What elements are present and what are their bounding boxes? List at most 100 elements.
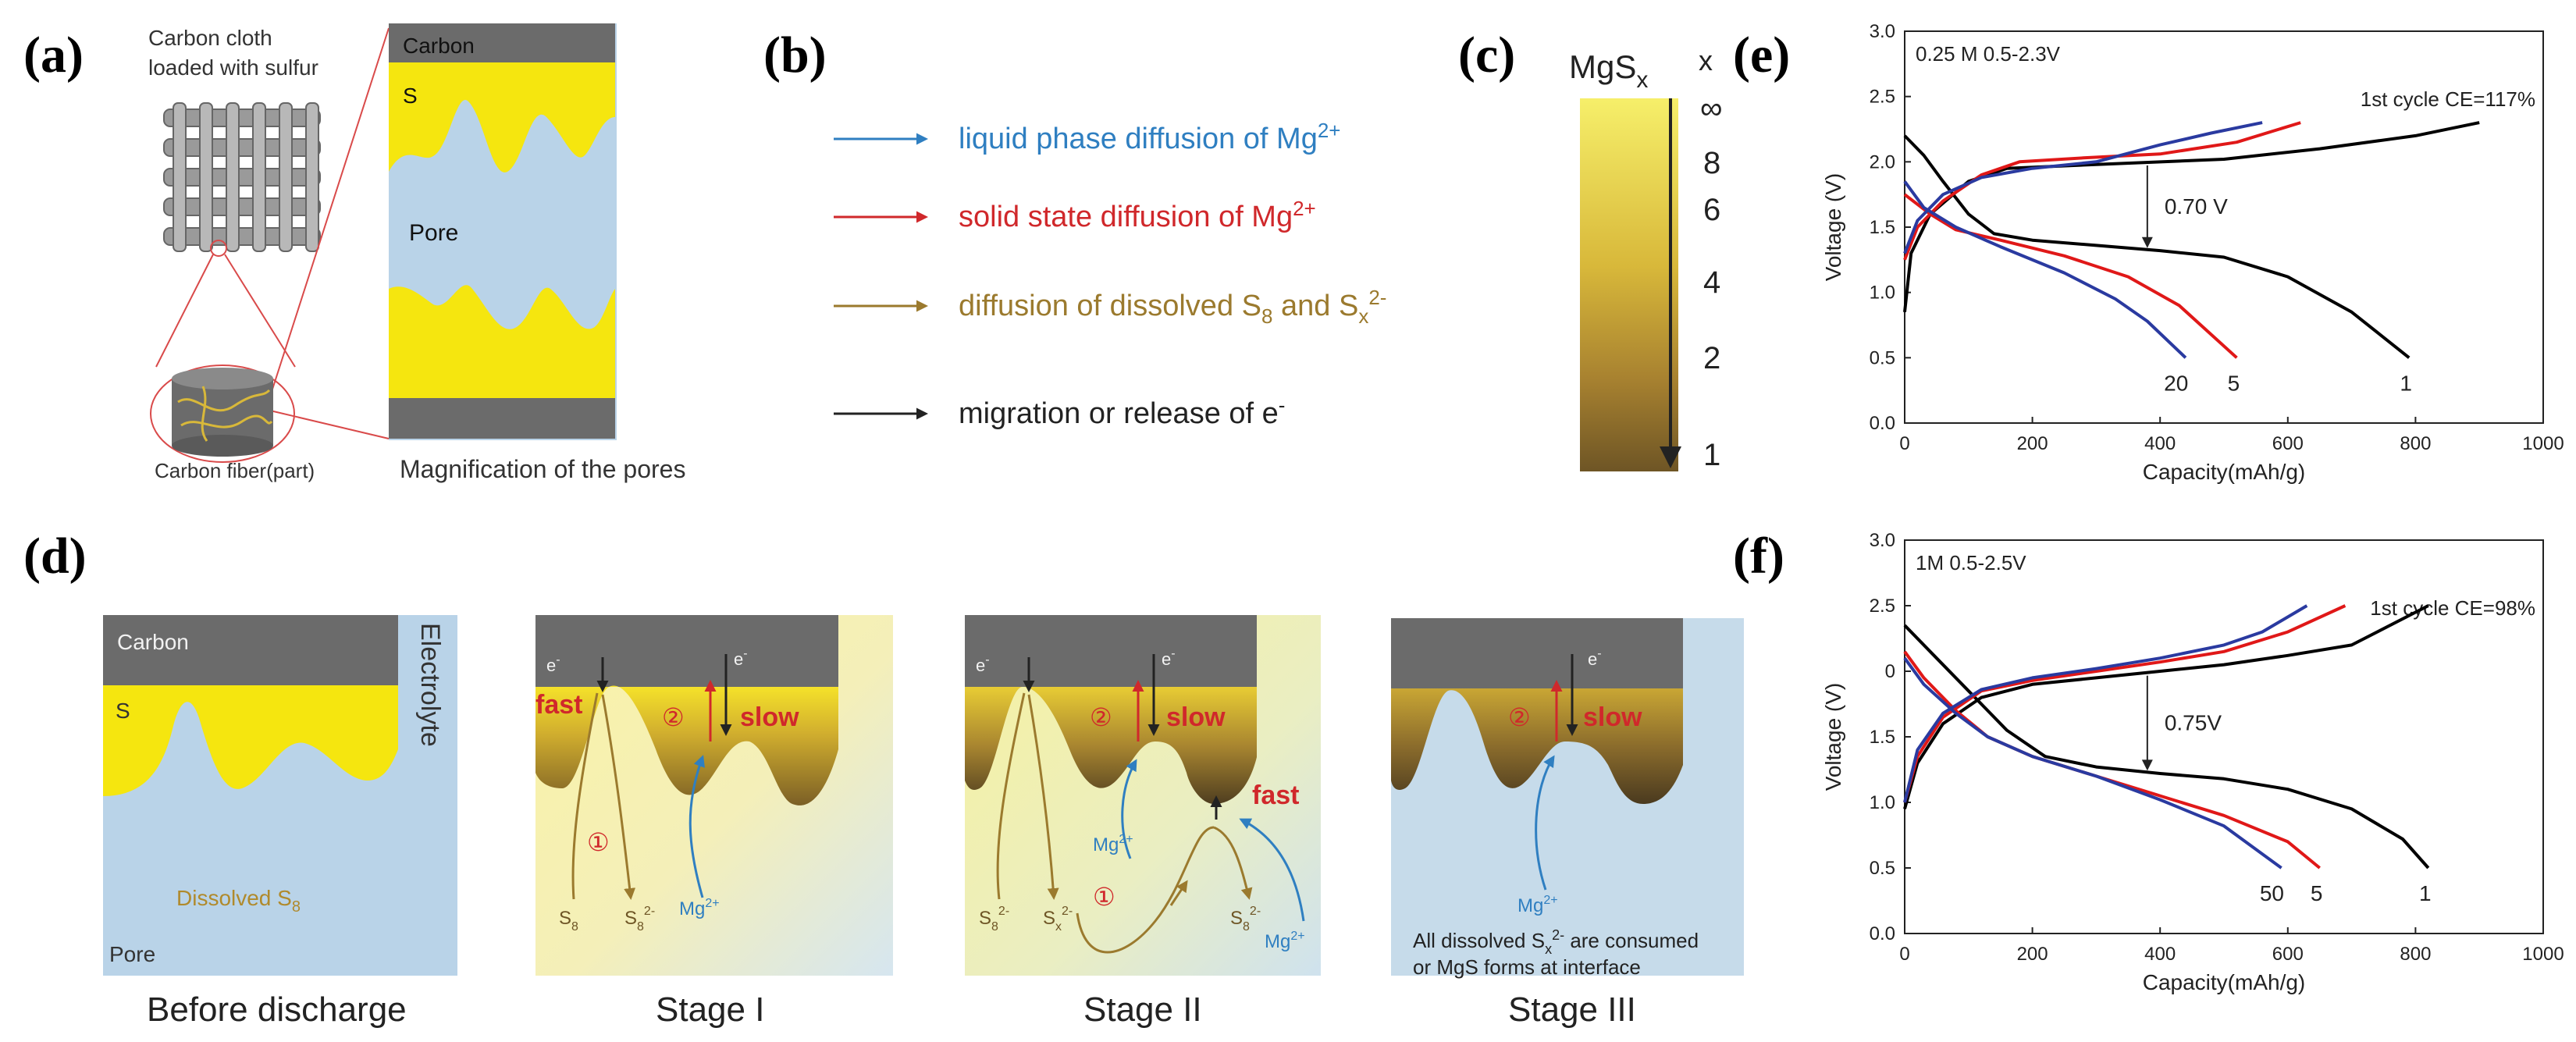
x-axis-label: Capacity(mAh/g): [2143, 460, 2306, 484]
x-tick-inf: ∞: [1700, 91, 1723, 126]
legend-dissolved-tail: and S: [1272, 290, 1358, 322]
s2-s82b-sup: 2-: [1250, 905, 1261, 918]
stage-3: e- ② slow Mg2+ All dissolved Sx2- are co…: [1391, 618, 1744, 1029]
svg-text:Mg2+: Mg2+: [1265, 930, 1305, 952]
panel-label-b: (b): [763, 27, 827, 84]
mgsx-gradient-bar: [1580, 98, 1678, 471]
panel-a: Carbon cloth loaded with sulfur: [148, 23, 685, 483]
panel-label-e: (e): [1733, 27, 1790, 84]
panel-b-legend: liquid phase diffusion of Mg2+ solid sta…: [834, 119, 1386, 430]
curve-label: 5: [2228, 371, 2240, 395]
s1-s82-sup: 2-: [644, 905, 655, 918]
y-tick-label: 0: [1885, 661, 1895, 682]
x-tick-label: 400: [2144, 433, 2176, 454]
curve-label: 5: [2311, 881, 2323, 905]
s1-mg-sup: 2+: [705, 897, 719, 910]
panel-label-c: (c): [1458, 27, 1515, 84]
s1-e2-sup: -: [743, 647, 747, 660]
s2-e2: e: [1162, 649, 1171, 669]
legend-item-dissolved: diffusion of dissolved S8 and Sx2-: [834, 286, 1386, 328]
before-carbon-label: Carbon: [117, 630, 189, 654]
caption-before-discharge: Before discharge: [147, 990, 407, 1029]
y-tick-label: 0.5: [1870, 858, 1895, 879]
s2-circle1: ①: [1093, 883, 1115, 911]
s2-slow: slow: [1166, 702, 1226, 732]
x-tick-label: 800: [2400, 944, 2431, 965]
s2-circle2: ②: [1090, 703, 1112, 731]
svg-text:migration or release of e-: migration or release of e-: [959, 393, 1285, 430]
series-5-discharge: [1903, 650, 2321, 870]
s2-mg1-sup: 2+: [1119, 833, 1133, 846]
y-tick-label: 2.5: [1870, 596, 1895, 617]
y-tick-label: 3.0: [1870, 530, 1895, 551]
y-tick-label: 2.0: [1870, 151, 1895, 172]
series-5-discharge: [1903, 193, 2238, 359]
x-tick-label: 1000: [2522, 944, 2564, 965]
legend-dissolved-text: diffusion of dissolved S: [959, 290, 1261, 322]
x-tick-label: 200: [2017, 944, 2048, 965]
x-axis-label: x: [1699, 44, 1713, 76]
y-axis-label: Voltage (V): [1821, 173, 1845, 282]
y-tick-label: 1.5: [1870, 727, 1895, 748]
svg-text:diffusion of dissolved S8 and: diffusion of dissolved S8 and Sx2-: [959, 286, 1386, 328]
legend-dissolved-sub: 8: [1261, 304, 1272, 328]
series-5-charge: [1903, 121, 2301, 261]
svg-text:e-: e-: [1588, 647, 1602, 669]
s1-s8-sub: 8: [571, 920, 578, 934]
magnification-caption: Magnification of the pores: [400, 455, 685, 483]
series-50-charge: [1903, 604, 2308, 803]
y-tick-label: 1.0: [1870, 283, 1895, 304]
before-sulfur-label: S: [116, 699, 130, 723]
pore-sulfur-label: S: [403, 84, 418, 108]
stage-1: e- e- fast slow ② ① S8 S82- Mg2+ Stage I: [535, 615, 893, 1029]
svg-text:Mg2+: Mg2+: [1093, 833, 1133, 855]
before-pore-label: Pore: [109, 942, 155, 966]
svg-text:liquid phase diffusion of Mg2+: liquid phase diffusion of Mg2+: [959, 119, 1340, 155]
chart-title: 1M 0.5-2.5V: [1916, 551, 2026, 574]
s3-note-sub: x: [1545, 941, 1552, 957]
svg-text:S82-: S82-: [979, 905, 1009, 934]
carbon-cloth-title-line2: loaded with sulfur: [148, 55, 318, 80]
s3-e: e: [1588, 649, 1597, 669]
polarization-arrowhead: [2141, 236, 2153, 248]
before-dissolved-sub: 8: [292, 898, 301, 916]
chart-annotation: 1st cycle CE=98%: [2370, 596, 2535, 620]
x-tick-6: 6: [1703, 193, 1720, 227]
x-tick-label: 0: [1899, 944, 1909, 965]
pore-label: Pore: [409, 220, 458, 246]
before-electrolyte-label: Electrolyte: [415, 623, 445, 747]
s1-e2: e: [734, 649, 743, 669]
polarization-label: 0.75V: [2165, 711, 2222, 735]
s2-fast: fast: [1252, 781, 1299, 810]
s2-s82a: S: [979, 908, 991, 929]
curve-label: 1: [2419, 881, 2432, 905]
series-1-discharge: [1903, 134, 2411, 359]
svg-text:e-: e-: [1162, 647, 1176, 669]
pore-magnification: [389, 23, 617, 440]
y-axis-label: Voltage (V): [1821, 683, 1845, 791]
s1-mg: Mg: [679, 898, 705, 919]
stage-2: e- e- ② slow fast ① S82- Sx2- S82- Mg2+ …: [965, 615, 1321, 1029]
y-tick-label: 0.0: [1870, 923, 1895, 944]
series-20-charge: [1903, 121, 2263, 254]
x-tick-4: 4: [1703, 265, 1720, 300]
chart-annotation: 1st cycle CE=117%: [2361, 87, 2535, 111]
legend-liquid-text: liquid phase diffusion of Mg: [959, 123, 1318, 155]
s1-fast: fast: [535, 690, 582, 720]
s3-e-sup: -: [1597, 647, 1601, 660]
svg-text:Dissolved S8: Dissolved S8: [176, 886, 301, 916]
carbon-cloth-title-line1: Carbon cloth: [148, 26, 272, 50]
carbon-fiber-cylinder: [172, 368, 273, 457]
x-tick-8: 8: [1703, 146, 1720, 180]
x-tick-label: 600: [2272, 944, 2304, 965]
s2-s82b-sub: 8: [1243, 920, 1250, 934]
x-tick-label: 0: [1899, 433, 1909, 454]
s1-circle2: ②: [662, 703, 685, 731]
s2-sx2: S: [1043, 908, 1055, 929]
legend-item-liquid: liquid phase diffusion of Mg2+: [834, 119, 1340, 155]
svg-text:S82-: S82-: [1230, 905, 1261, 934]
curve-label: 20: [2164, 371, 2188, 395]
